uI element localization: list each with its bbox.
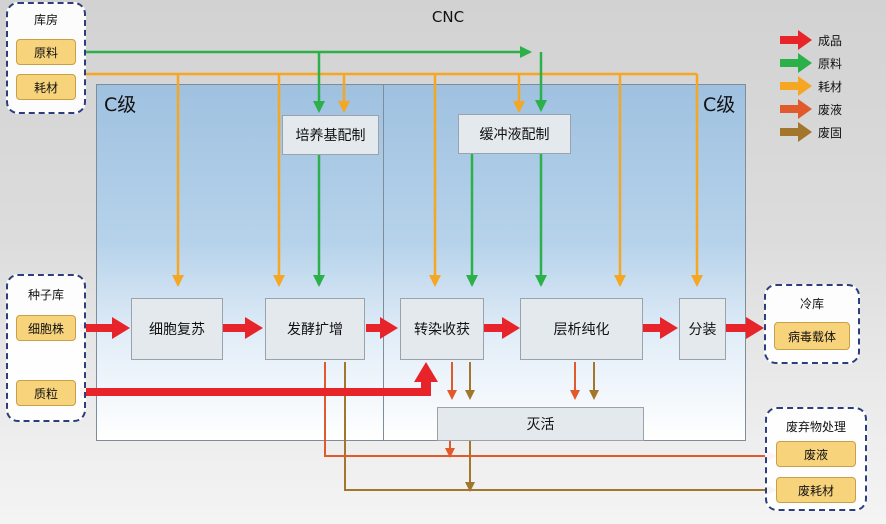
group-title-warehouse: 库房	[33, 13, 58, 27]
product-arrow-4	[484, 317, 520, 339]
product-arrow-2	[223, 317, 263, 339]
item-waste-consumables: 废耗材	[776, 477, 856, 503]
product-arrow-1	[80, 317, 130, 339]
item-cell-line: 细胞株	[16, 315, 76, 341]
zone-label-right: C级	[703, 94, 736, 116]
process-chromatography: 层析纯化	[520, 298, 643, 360]
legend-label: 废固	[818, 125, 843, 140]
process-filling: 分装	[679, 298, 726, 360]
diagram-title: CNC	[431, 8, 465, 26]
group-title-seed-bank: 种子库	[27, 288, 64, 302]
process-culture-medium: 培养基配制	[282, 115, 379, 155]
legend-item-waste-solid: 废固	[780, 122, 842, 142]
legend-item-raw-material: 原料	[780, 53, 842, 73]
process-transfection-harvest: 转染收获	[400, 298, 484, 360]
product-flow-arrows	[80, 317, 764, 396]
legend-label: 废液	[818, 102, 843, 117]
legend-arrow-icon	[780, 53, 812, 73]
raw-material-lines	[80, 46, 547, 287]
item-viral-vector: 病毒载体	[774, 322, 850, 350]
consumables-lines	[80, 72, 703, 287]
process-fermentation: 发酵扩增	[265, 298, 365, 360]
item-waste-liquid: 废液	[776, 441, 856, 467]
legend-item-consumables: 耗材	[780, 76, 842, 96]
process-buffer-prep: 缓冲液配制	[458, 114, 571, 154]
group-title-cold-storage: 冷库	[799, 297, 824, 311]
item-raw-material: 原料	[16, 39, 76, 65]
item-consumables: 耗材	[16, 74, 76, 100]
zone-label-left: C级	[104, 94, 137, 116]
process-cell-recovery: 细胞复苏	[131, 298, 223, 360]
legend-label: 成品	[818, 33, 843, 48]
product-arrow-6	[726, 317, 764, 339]
product-arrow-3	[366, 317, 398, 339]
product-arrow-plasmid	[80, 362, 438, 396]
legend-arrow-icon	[780, 99, 812, 119]
legend-arrow-icon	[780, 76, 812, 96]
legend-label: 原料	[818, 56, 843, 71]
legend-item-product: 成品	[780, 30, 842, 50]
waste-solid-lines	[344, 362, 777, 495]
legend-arrow-icon	[780, 122, 812, 142]
item-plasmid: 质粒	[16, 380, 76, 406]
legend-item-waste-liquid: 废液	[780, 99, 842, 119]
group-title-waste: 废弃物处理	[785, 420, 846, 434]
legend-arrow-icon	[780, 30, 812, 50]
legend-label: 耗材	[818, 79, 843, 94]
product-arrow-5	[643, 317, 678, 339]
process-inactivation: 灭活	[437, 407, 644, 441]
